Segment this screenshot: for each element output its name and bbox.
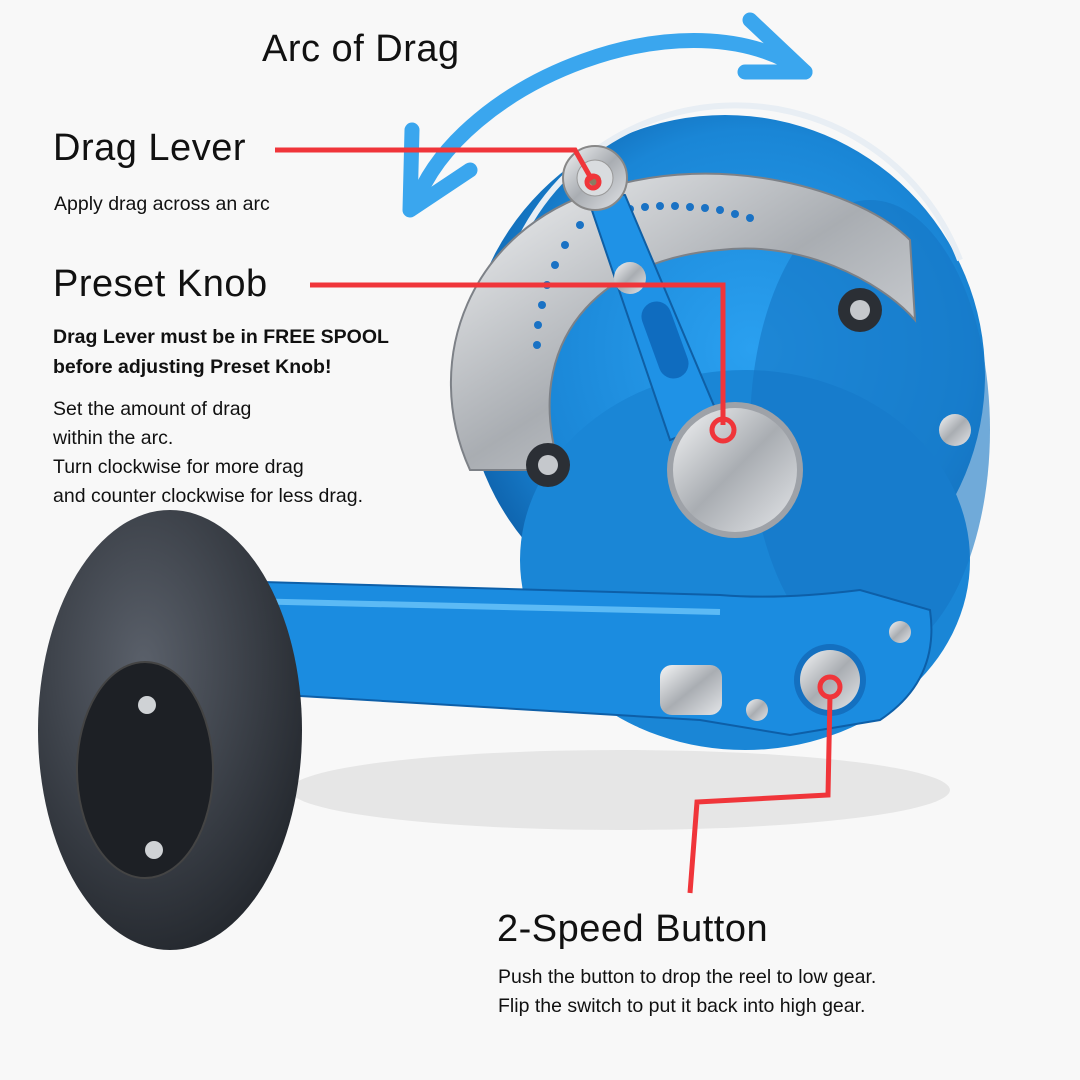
warning-line: Drag Lever must be in FREE SPOOL (53, 326, 389, 348)
drag-lever-leader (275, 147, 595, 182)
preset-knob-title: Preset Knob (53, 263, 268, 305)
description-line: Turn clockwise for more drag (53, 456, 304, 478)
preset-knob-warning: Drag Lever must be in FREE SPOOL before … (53, 322, 389, 382)
two-speed-button-description: Push the button to drop the reel to low … (498, 963, 876, 1021)
arc-of-drag-title: Arc of Drag (262, 28, 460, 70)
reel-shadow (290, 750, 950, 830)
drag-lever-marker-icon (584, 173, 602, 191)
description-line: and counter clockwise for less drag. (53, 485, 363, 507)
warning-line: before adjusting Preset Knob! (53, 356, 332, 378)
drag-lever-description: Apply drag across an arc (54, 193, 270, 215)
description-line: within the arc. (53, 427, 174, 449)
description-line: Set the amount of drag (53, 398, 252, 420)
reel-handle-arm (188, 578, 933, 737)
two-speed-marker-icon (817, 674, 843, 700)
leader-lines (275, 147, 843, 894)
description-line: Flip the switch to put it back into high… (498, 995, 866, 1017)
preset-knob-marker-icon (709, 416, 737, 444)
drag-lever-title: Drag Lever (53, 127, 246, 169)
preset-knob-leader (310, 282, 726, 425)
arc-arrow-icon (402, 12, 813, 218)
handle-knob (38, 510, 302, 950)
two-speed-leader (687, 694, 833, 894)
description-line: Push the button to drop the reel to low … (498, 966, 877, 988)
two-speed-button-title: 2-Speed Button (497, 908, 769, 950)
preset-knob-description: Set the amount of drag within the arc. T… (53, 395, 363, 511)
preset-knob (667, 402, 971, 538)
